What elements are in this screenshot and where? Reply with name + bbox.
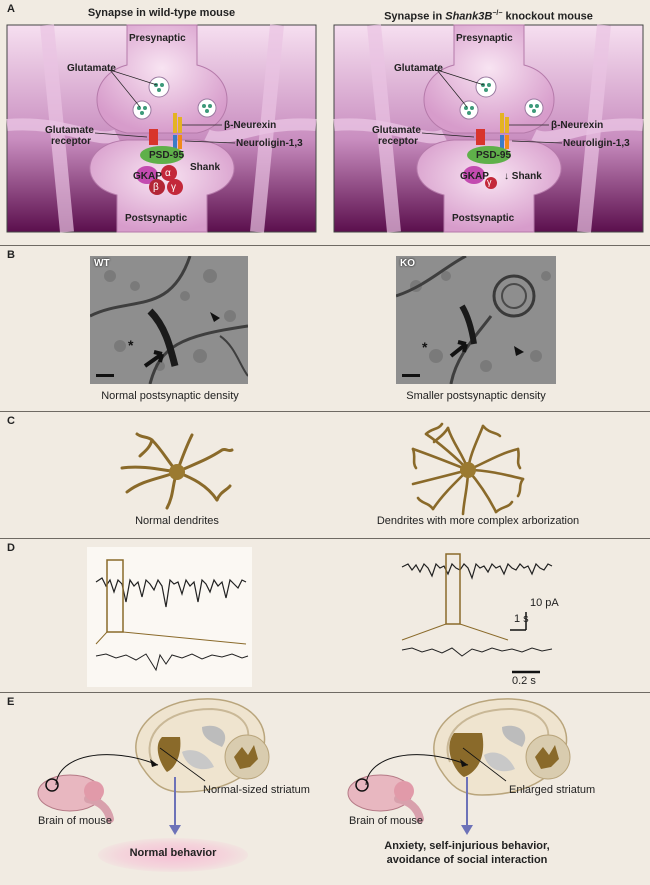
synapse-ko-title-pre: Synapse in: [384, 10, 446, 23]
panel-d-label: D: [7, 542, 15, 554]
synapse-wt-shank: Shank: [190, 162, 221, 173]
mouse-brain-normal: [37, 774, 114, 823]
normal-behavior-glow: [98, 838, 248, 872]
synapse-wt-glutamate: Glutamate: [67, 63, 116, 74]
em-ko-label: KO: [400, 258, 415, 269]
synapse-ko-shank: ↓ Shank: [504, 171, 542, 182]
synapse-ko-glutamate: Glutamate: [394, 63, 443, 74]
synapse-wildtype: Presynaptic Glutamate β-Neurexin Glutama…: [6, 24, 317, 233]
em-wt-label: WT: [94, 258, 110, 269]
panel-c-label: C: [7, 415, 15, 427]
synapse-ko-neurexin: β-Neurexin: [551, 120, 604, 131]
em-wt-texture: [90, 256, 248, 384]
striatum-pointer-left: [159, 747, 206, 782]
down-arrow-right: [461, 777, 473, 835]
scale-amplitude: 10 pA: [530, 597, 559, 609]
synapse-ko-gamma: γ: [487, 177, 492, 187]
trace-knockout: [401, 553, 553, 674]
synapse-ko-title-post: knockout mouse: [502, 10, 593, 23]
trace-ko-long: [401, 562, 553, 580]
synapse-ko-receptor-1: Glutamate: [372, 125, 421, 136]
synapse-ko-psd95: PSD-95: [476, 150, 512, 161]
pointer-arrow-left: [55, 754, 159, 786]
panel-b-label: B: [7, 249, 15, 261]
synapse-ko-neuroligin: Neuroligin-1,3: [563, 138, 630, 149]
striatum-pointer-right: [462, 747, 507, 782]
em-ko-texture: [396, 256, 556, 384]
synapse-wt-neuroligin: Neuroligin-1,3: [236, 138, 303, 149]
synapse-wt-alpha: α: [165, 168, 171, 179]
scale-time-long: 1 s: [514, 613, 529, 625]
pointer-arrow-right: [365, 754, 469, 786]
trace-wt-long: [95, 577, 247, 608]
neuron-normal: [120, 432, 234, 510]
synapse-ko-receptor-2: receptor: [378, 136, 419, 147]
em-ko-caption: Smaller postsynaptic density: [406, 390, 546, 402]
trace-ko-zoom: [401, 647, 553, 657]
panel-a-label: A: [7, 3, 15, 15]
neuron-normal-caption: Normal dendrites: [135, 515, 219, 527]
em-wt-caption: Normal postsynaptic density: [101, 390, 239, 402]
brain-section-normal: [135, 698, 270, 793]
right-outcome-line2: avoidance of social interaction: [386, 854, 548, 866]
synapse-wt-gkap: GKAP: [133, 171, 162, 182]
synapse-wt-neurexin: β-Neurexin: [224, 120, 277, 131]
synapse-ko-gkap: GKAP: [460, 171, 489, 182]
synapse-wt-psd95: PSD-95: [149, 150, 185, 161]
trace-wt-zoom: [95, 653, 249, 672]
left-brain-label: Brain of mouse: [38, 815, 112, 827]
synapse-ko-title-sup: −/−: [492, 10, 503, 17]
left-outcome: Normal behavior: [129, 847, 217, 859]
synapse-wt-gamma: γ: [171, 182, 176, 193]
right-outcome-line1: Anxiety, self-injurious behavior,: [384, 840, 550, 852]
synapse-ko-presynaptic: Presynaptic: [456, 33, 513, 44]
em-ko-asterisk: *: [422, 339, 428, 355]
synapse-wt-receptor-2: receptor: [51, 136, 92, 147]
synapse-ko-title: Synapse in Shank3B−/− knockout mouse: [334, 8, 643, 23]
left-striatum-label: Normal-sized striatum: [203, 784, 310, 796]
brain-section-enlarged: [433, 698, 571, 796]
synapse-wt-presynaptic: Presynaptic: [129, 33, 186, 44]
synapse-wildtype-illustration: [6, 24, 317, 233]
em-wt-asterisk: *: [128, 337, 134, 353]
synapse-wt-title: Synapse in wild-type mouse: [87, 7, 236, 19]
synapse-wt-postsynaptic: Postsynaptic: [125, 213, 188, 224]
synapse-wt-beta: β: [153, 182, 159, 193]
synapse-knockout-illustration: [333, 24, 644, 233]
neuron-complex-caption: Dendrites with more complex arborization: [376, 515, 580, 527]
synapse-knockout: Presynaptic Glutamate β-Neurexin Glutama…: [333, 24, 644, 233]
synapse-wt-receptor-1: Glutamate: [45, 125, 94, 136]
synapse-ko-postsynaptic: Postsynaptic: [452, 213, 515, 224]
panel-b: B WT * Normal postsynaptic density: [0, 246, 650, 412]
trace-wildtype-background: [87, 547, 252, 687]
panel-e-label: E: [7, 696, 15, 708]
neuron-complex: [411, 422, 525, 516]
scale-time-short: 0.2 s: [512, 675, 536, 687]
panel-c: C Normal dendrites Dendrite: [0, 412, 650, 539]
panel-d: D 10 pA 1 s 0.2 s: [0, 539, 650, 693]
synapse-ko-title-gene: Shank3B: [445, 10, 493, 23]
panel-e: E Brain of mouse Normal-sized striatum N…: [0, 693, 650, 885]
em-image-ko: KO *: [396, 256, 556, 384]
em-image-wt: WT *: [90, 256, 248, 384]
panel-a: A: [0, 0, 650, 246]
mouse-brain-knockout: [347, 774, 424, 823]
trace-wildtype: [95, 559, 249, 672]
right-brain-label: Brain of mouse: [349, 815, 423, 827]
down-arrow-left: [169, 777, 181, 835]
right-striatum-label: Enlarged striatum: [509, 784, 596, 796]
